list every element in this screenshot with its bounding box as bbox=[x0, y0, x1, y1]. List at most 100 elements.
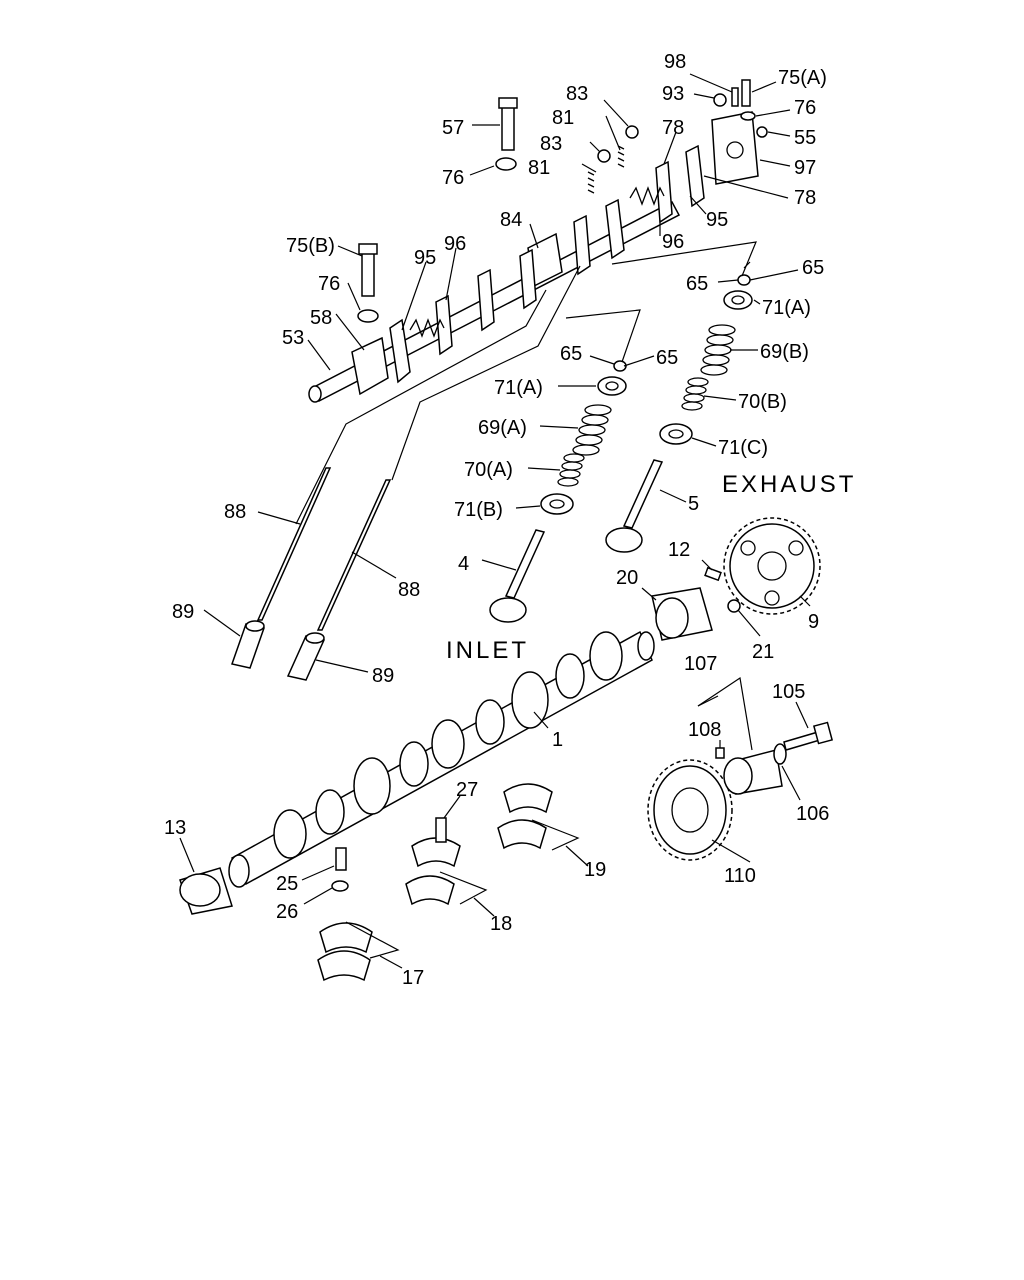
leader-lines bbox=[179, 73, 811, 969]
label-78: 78 bbox=[662, 117, 684, 139]
label-exhaust: EXHAUST bbox=[722, 471, 856, 498]
label-70b: 70(B) bbox=[738, 391, 787, 413]
push-rod-88-a bbox=[256, 467, 332, 621]
spring-70b bbox=[681, 377, 709, 411]
label-98: 98 bbox=[664, 51, 686, 73]
bearing-cap-19 bbox=[503, 783, 553, 814]
collet-65-b bbox=[737, 274, 751, 286]
inlet-valve-4 bbox=[504, 529, 546, 599]
label-13: 13 bbox=[164, 817, 186, 839]
label-83: 83 bbox=[540, 133, 562, 155]
bolt-21 bbox=[727, 599, 741, 613]
label-5: 5 bbox=[688, 493, 699, 515]
pin-108 bbox=[715, 747, 725, 759]
adjust-screw-81-b bbox=[617, 145, 625, 168]
label-93: 93 bbox=[662, 83, 684, 105]
label-96: 96 bbox=[662, 231, 684, 253]
label-97: 97 bbox=[794, 157, 816, 179]
label-58: 58 bbox=[310, 307, 332, 329]
washer-26 bbox=[331, 880, 349, 892]
label-76: 76 bbox=[442, 167, 464, 189]
rocker-shaft-end bbox=[308, 385, 322, 403]
retainer-71a-inlet bbox=[597, 376, 627, 396]
label-69b: 69(B) bbox=[760, 341, 809, 363]
rocker-bracket-58 bbox=[351, 336, 389, 396]
label-27: 27 bbox=[456, 779, 478, 801]
seat-71c bbox=[659, 423, 693, 445]
push-rod-88-b bbox=[316, 479, 392, 631]
part-labels: 57 76 75(B) 76 58 53 95 96 84 81 83 81 8… bbox=[164, 51, 856, 989]
label-20: 20 bbox=[616, 567, 638, 589]
label-89: 89 bbox=[172, 601, 194, 623]
nut-83-b bbox=[625, 125, 639, 139]
label-89: 89 bbox=[372, 665, 394, 687]
label-inlet: INLET bbox=[446, 637, 529, 664]
nut-93 bbox=[713, 93, 727, 107]
washer-76-b bbox=[357, 309, 379, 323]
label-95: 95 bbox=[706, 209, 728, 231]
label-25: 25 bbox=[276, 873, 298, 895]
label-83: 83 bbox=[566, 83, 588, 105]
label-57: 57 bbox=[442, 117, 464, 139]
label-65: 65 bbox=[560, 343, 582, 365]
label-108: 108 bbox=[688, 719, 721, 741]
label-107: 107 bbox=[684, 653, 717, 675]
label-71a: 71(A) bbox=[494, 377, 543, 399]
label-1: 1 bbox=[552, 729, 563, 751]
bolt-27 bbox=[435, 817, 447, 843]
label-55: 55 bbox=[794, 127, 816, 149]
label-18: 18 bbox=[490, 913, 512, 935]
label-12: 12 bbox=[668, 539, 690, 561]
retainer-71a-exhaust bbox=[723, 290, 753, 310]
rocker-shaft-assembly bbox=[308, 79, 768, 403]
plug-55 bbox=[756, 126, 768, 138]
rocker-bracket-97 bbox=[711, 111, 759, 185]
label-17: 17 bbox=[402, 967, 424, 989]
label-84: 84 bbox=[500, 209, 522, 231]
label-19: 19 bbox=[584, 859, 606, 881]
nut-83-a bbox=[597, 149, 611, 163]
label-75a: 75(A) bbox=[778, 67, 827, 89]
label-69a: 69(A) bbox=[478, 417, 527, 439]
spring-69b bbox=[700, 324, 736, 376]
label-65: 65 bbox=[656, 347, 678, 369]
label-110: 110 bbox=[724, 865, 756, 887]
label-106: 106 bbox=[796, 803, 829, 825]
key-12 bbox=[704, 566, 722, 582]
label-95: 95 bbox=[414, 247, 436, 269]
bolt-75b bbox=[361, 249, 375, 297]
label-78: 78 bbox=[794, 187, 816, 209]
label-75b: 75(B) bbox=[286, 235, 335, 257]
label-4: 4 bbox=[458, 553, 469, 575]
exhaust-valve-5 bbox=[622, 459, 664, 529]
bolt-105 bbox=[783, 731, 821, 751]
inlet-valve-stack bbox=[489, 360, 627, 623]
label-71a: 71(A) bbox=[762, 297, 811, 319]
label-105: 105 bbox=[772, 681, 805, 703]
seat-71b bbox=[540, 493, 574, 515]
pin-98 bbox=[731, 87, 739, 107]
label-70a: 70(A) bbox=[464, 459, 513, 481]
bolt-75a bbox=[741, 79, 751, 107]
label-21: 21 bbox=[752, 641, 774, 663]
label-65: 65 bbox=[686, 273, 708, 295]
washer-76-c bbox=[740, 111, 756, 121]
spring-69a bbox=[572, 404, 612, 456]
washer-76-a bbox=[495, 157, 517, 171]
label-53: 53 bbox=[282, 327, 304, 349]
label-76: 76 bbox=[794, 97, 816, 119]
bearing-cap-17 bbox=[319, 922, 373, 954]
label-26: 26 bbox=[276, 901, 298, 923]
label-88: 88 bbox=[398, 579, 420, 601]
adjust-screw-81-a bbox=[587, 171, 595, 194]
rocker-arms bbox=[389, 144, 705, 384]
label-81: 81 bbox=[528, 157, 550, 179]
camshaft-1 bbox=[228, 630, 655, 888]
bearings-and-gears bbox=[179, 517, 834, 982]
label-81: 81 bbox=[552, 107, 574, 129]
washer-106 bbox=[773, 743, 787, 765]
label-88: 88 bbox=[224, 501, 246, 523]
push-rods bbox=[231, 467, 392, 681]
label-76: 76 bbox=[318, 273, 340, 295]
